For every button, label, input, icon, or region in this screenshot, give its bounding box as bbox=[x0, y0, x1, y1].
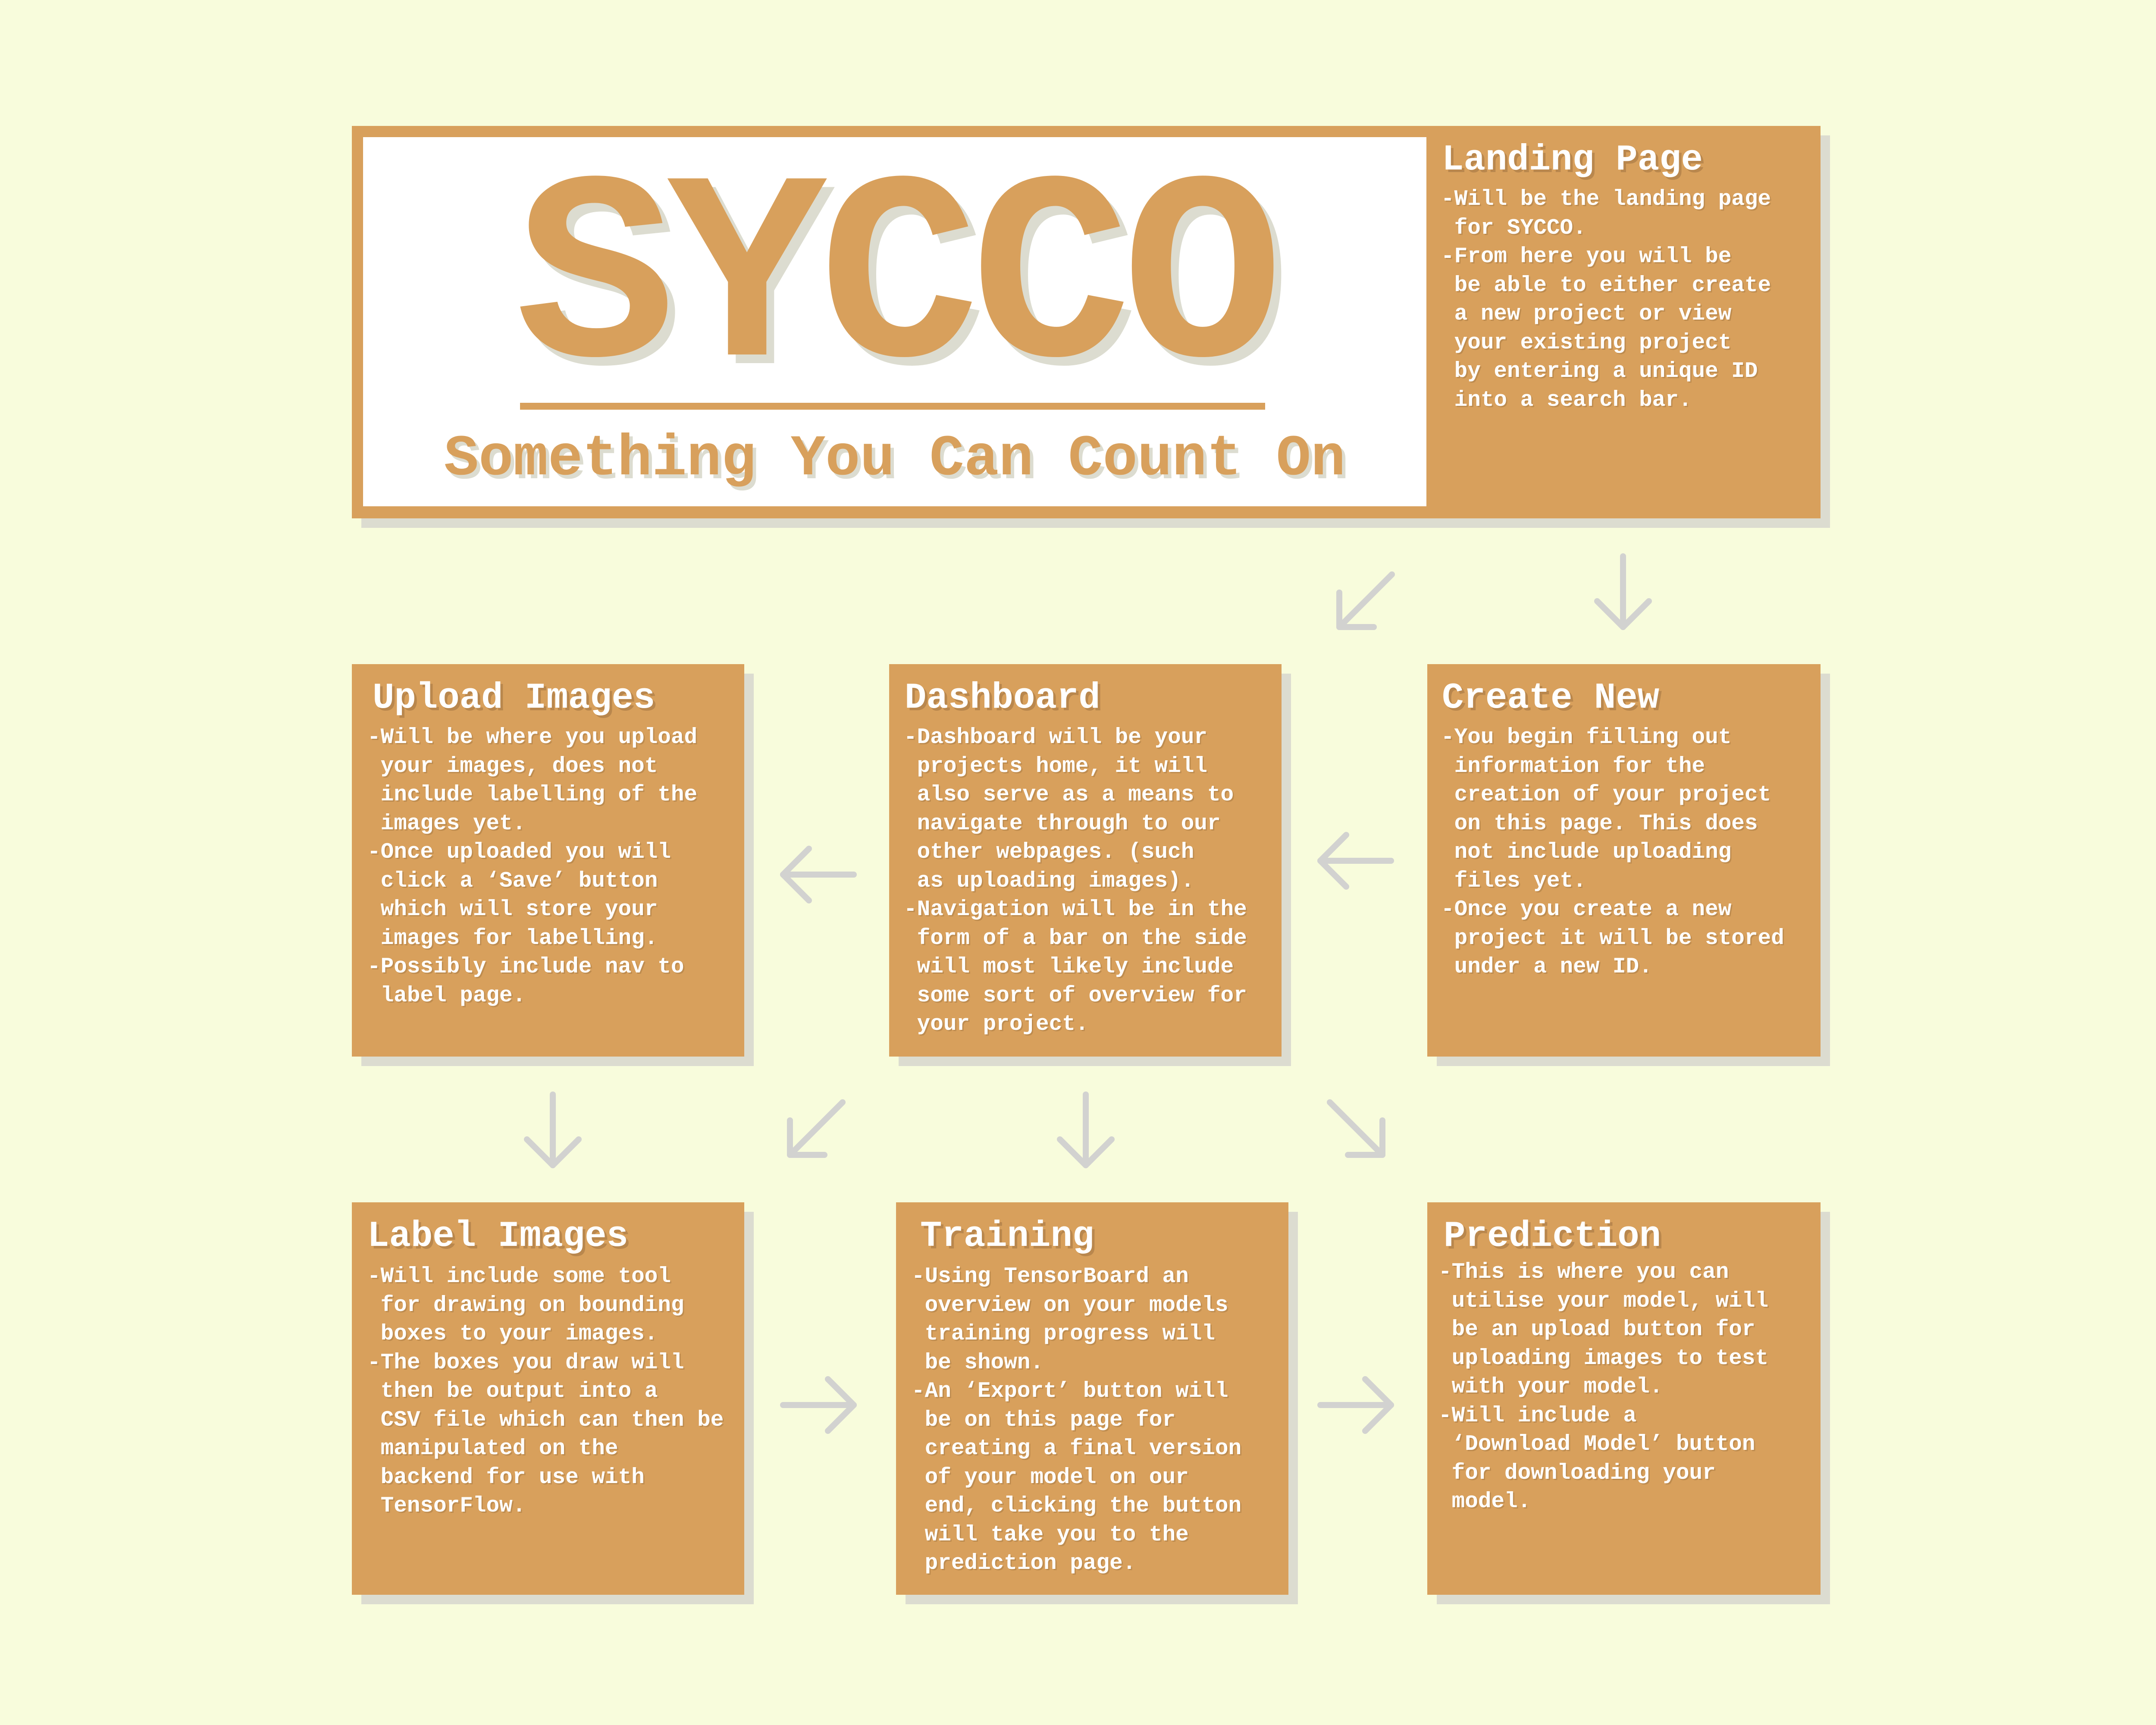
arrow-training-to-prediction bbox=[1317, 1376, 1394, 1434]
prediction-title: Prediction bbox=[1444, 1216, 1661, 1257]
upload-images-title: Upload Images bbox=[373, 678, 655, 719]
prediction-description: -This is where you can utilise your mode… bbox=[1438, 1260, 1769, 1514]
training-card: Training -Using TensorBoard an overview … bbox=[896, 1202, 1288, 1595]
arrow-landing-to-create bbox=[1594, 553, 1652, 630]
create-new-description: -You begin filling out information for t… bbox=[1441, 725, 1784, 979]
upload-images-description: -Will be where you upload your images, d… bbox=[367, 725, 698, 1008]
landing-page-description: -Will be the landing page for SYCCO. -Fr… bbox=[1441, 187, 1771, 413]
arrow-dashboard-to-prediction bbox=[1327, 1099, 1385, 1158]
logo-title: SYCCO bbox=[515, 132, 1283, 435]
logo-divider bbox=[520, 403, 1265, 410]
dashboard-description: -Dashboard will be your projects home, i… bbox=[904, 725, 1247, 1037]
arrow-label-to-training bbox=[780, 1376, 857, 1434]
arrow-dashboard-to-training bbox=[1057, 1091, 1115, 1168]
logo-panel: SYCCO Something You Can Count On bbox=[363, 137, 1426, 506]
create-new-card: Create New -You begin filling out inform… bbox=[1427, 664, 1821, 1057]
arrow-landing-to-dashboard bbox=[1336, 571, 1395, 630]
label-images-description: -Will include some tool for drawing on b… bbox=[367, 1264, 724, 1518]
arrow-upload-to-label bbox=[524, 1091, 582, 1168]
logo-tagline: Something You Can Count On bbox=[444, 427, 1346, 492]
training-description: -Using TensorBoard an overview on your m… bbox=[912, 1264, 1242, 1576]
create-new-title: Create New bbox=[1442, 678, 1660, 719]
arrow-create-to-dashboard bbox=[1317, 832, 1394, 890]
dashboard-title: Dashboard bbox=[905, 678, 1100, 719]
arrow-dashboard-to-label bbox=[787, 1099, 846, 1158]
dashboard-card: Dashboard -Dashboard will be your projec… bbox=[889, 664, 1282, 1057]
prediction-card: Prediction -This is where you can utilis… bbox=[1427, 1202, 1821, 1595]
label-images-card: Label Images -Will include some tool for… bbox=[352, 1202, 744, 1595]
upload-images-card: Upload Images -Will be where you upload … bbox=[352, 664, 744, 1057]
label-images-title: Label Images bbox=[367, 1216, 628, 1257]
landing-page-title: Landing Page bbox=[1442, 140, 1703, 181]
arrow-dashboard-to-upload bbox=[780, 846, 857, 903]
training-title: Training bbox=[920, 1216, 1094, 1257]
